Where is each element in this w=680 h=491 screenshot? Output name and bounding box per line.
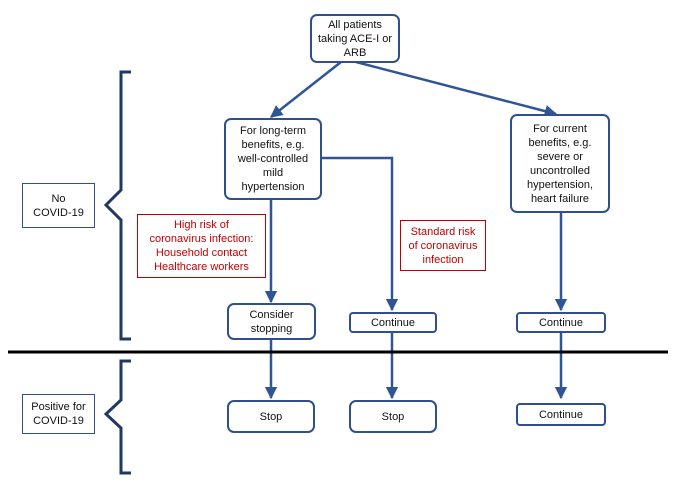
- arrow-start-to-current: [355, 60, 558, 118]
- node-long-term-benefits: For long-term benefits, e.g. well-contro…: [224, 118, 322, 200]
- arrow-long-term-to-continue: [322, 156, 399, 312]
- node-consider-stopping: Consider stopping: [227, 303, 316, 340]
- group-label-positive-covid: Positive for COVID-19: [22, 394, 95, 434]
- node-stop-left: Stop: [227, 400, 315, 433]
- bracket-positive-covid: [103, 359, 131, 475]
- group-label-no-covid: No COVID-19: [22, 183, 95, 228]
- node-stop-middle: Stop: [349, 400, 437, 433]
- node-continue-right: Continue: [516, 312, 606, 333]
- annotation-standard-risk: Standard risk of coronavirus infection: [400, 220, 486, 271]
- node-continue-middle: Continue: [349, 312, 437, 333]
- node-current-benefits: For current benefits, e.g. severe or unc…: [510, 114, 610, 213]
- node-continue-bottom-right: Continue: [516, 403, 606, 426]
- bracket-no-covid: [103, 70, 131, 341]
- annotation-high-risk: High risk of coronavirus infection: Hous…: [137, 214, 266, 278]
- arrow-start-to-long-term: [270, 61, 342, 118]
- node-all-patients: All patients taking ACE-I or ARB: [310, 14, 400, 63]
